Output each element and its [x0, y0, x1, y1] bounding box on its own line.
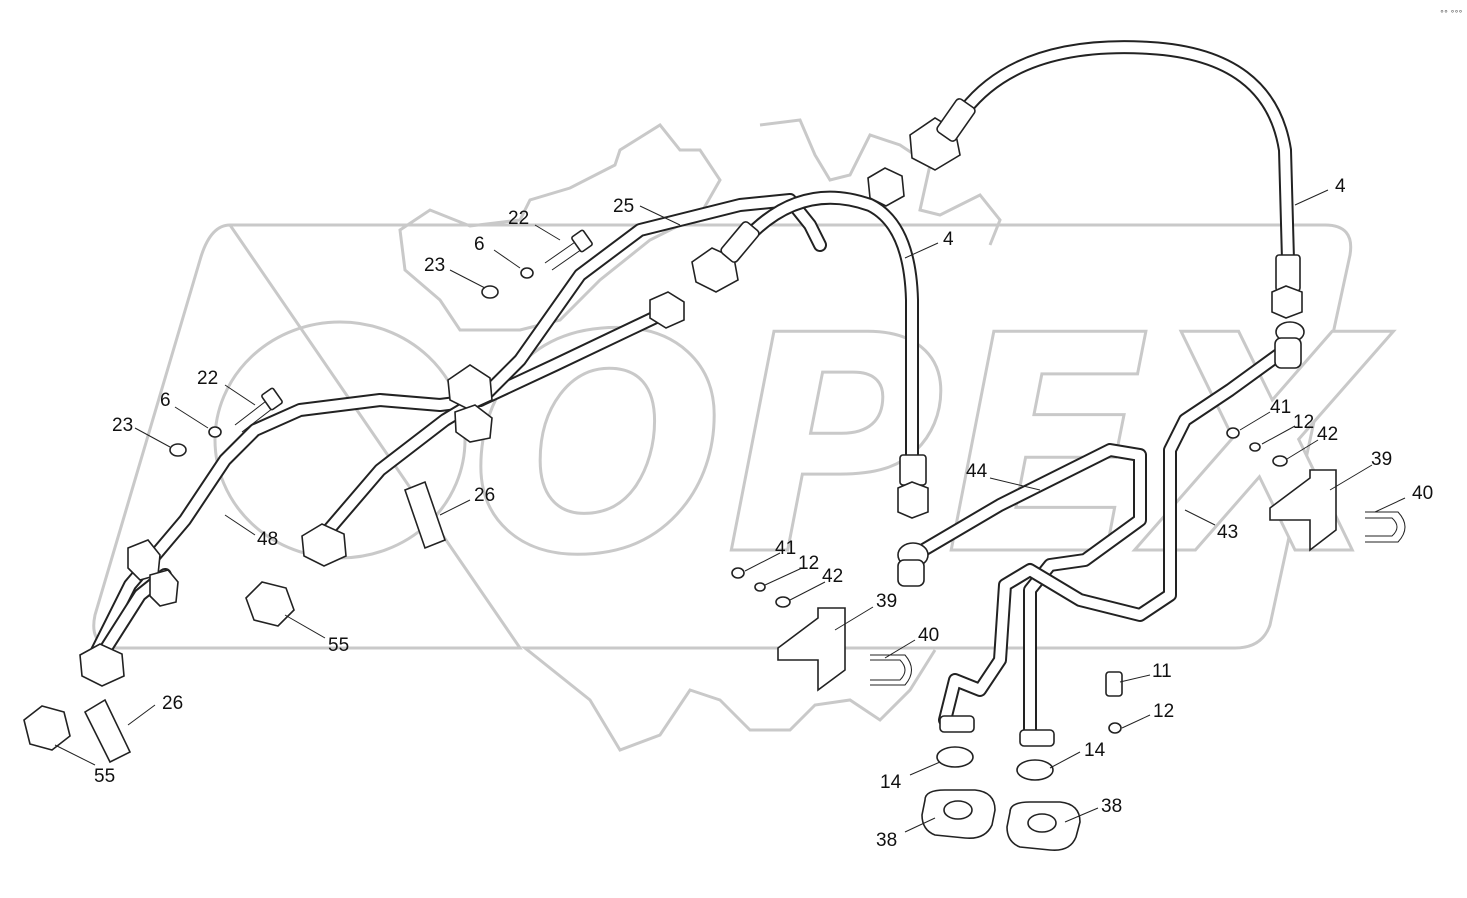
callout-48: 48 [257, 529, 278, 550]
hose-4-right [958, 40, 1295, 267]
pipe-25 [473, 193, 827, 407]
callout-11: 11 [1152, 661, 1172, 682]
callout-labels: 4 4 25 22 6 23 22 6 23 48 26 26 55 55 44… [94, 176, 1433, 851]
nut-pipe-48-start [79, 643, 125, 687]
callout-55-upper: 55 [328, 635, 349, 656]
flange-assemblies [921, 671, 1123, 852]
hose-4-middle [738, 190, 919, 477]
leader-lines [54, 189, 1406, 833]
nut-55-upper [245, 581, 295, 627]
callout-14-left: 14 [880, 772, 902, 793]
clamp-upper-lower-half [454, 404, 493, 443]
callout-6-lower: 6 [160, 390, 171, 411]
callout-22-upper: 22 [508, 208, 529, 229]
spacer-26-lower [83, 698, 132, 764]
clamp-lower-b [149, 569, 179, 607]
washer-12-middle [754, 582, 766, 592]
callout-23-upper: 23 [424, 255, 445, 276]
washer-42-right [1272, 455, 1288, 467]
callout-41-middle: 41 [775, 538, 796, 559]
nut-55-lower [23, 705, 71, 751]
callout-39-right: 39 [1371, 449, 1392, 470]
ferrule-hose-4-right-bottom [1275, 254, 1301, 292]
bracket-assembly-right [1226, 427, 1406, 552]
o-ring-14-left [936, 746, 974, 768]
hardware-upper [169, 229, 593, 457]
callout-14-right: 14 [1084, 740, 1106, 761]
spacers-26 [83, 480, 447, 764]
watermark-gear-outline [398, 118, 1002, 332]
callout-39-middle: 39 [876, 591, 897, 612]
washer-23-lower [169, 443, 187, 457]
callout-4-middle: 4 [943, 229, 954, 250]
callout-41-right: 41 [1270, 397, 1291, 418]
ferrule-hose-4-right-top [936, 98, 976, 142]
u-bolt-40-middle [870, 654, 912, 686]
bolt-22-lower-head [261, 387, 283, 411]
callout-12-lower: 12 [1153, 701, 1174, 722]
nut-hose-4-middle-bottom [897, 481, 929, 519]
callout-26-upper: 26 [474, 485, 495, 506]
pipe-48 [88, 308, 667, 662]
bolt-11 [1105, 671, 1123, 697]
callout-43: 43 [1217, 522, 1238, 543]
flange-collar-left [939, 715, 975, 733]
callout-4-right: 4 [1335, 176, 1346, 197]
clamps [127, 364, 493, 607]
o-ring-14-right [1016, 759, 1054, 781]
spacer-26-upper [403, 480, 447, 550]
ferrule-hose-4-middle-bottom [899, 454, 927, 486]
washer-42-middle [775, 596, 791, 608]
nut-pipe-48-end [649, 291, 685, 329]
washer-12-lower [1108, 722, 1122, 734]
nut-41-right [1226, 427, 1240, 439]
nut-41-middle [731, 567, 745, 579]
clamp-upper [447, 364, 493, 411]
nut-hose-4-right-bottom [1271, 285, 1303, 319]
washer-23-upper [481, 285, 499, 299]
callout-38-right: 38 [1101, 796, 1122, 817]
elbow-43-body [1274, 337, 1302, 369]
nut-hose-4-middle-left [691, 247, 739, 293]
callout-6-upper: 6 [474, 234, 485, 255]
callout-22-lower: 22 [197, 368, 218, 389]
bolt-22-upper-head [571, 229, 593, 253]
washer-12-right [1249, 442, 1261, 452]
callout-40-middle: 40 [918, 625, 939, 646]
watermark: OPEX [92, 118, 1395, 752]
washer-6-lower [208, 426, 222, 438]
bracket-assembly-middle [731, 567, 912, 692]
callout-42-right: 42 [1317, 424, 1338, 445]
callout-55-lower: 55 [94, 766, 115, 787]
fittings [79, 98, 1305, 747]
callout-44: 44 [966, 461, 988, 482]
callout-40-right: 40 [1412, 483, 1433, 504]
bracket-39-middle [777, 607, 846, 692]
ferrule-hose-4-middle-left [720, 221, 760, 263]
callout-23-lower: 23 [112, 415, 133, 436]
washer-6-upper [520, 267, 534, 279]
flange-38-left-hole [943, 800, 973, 820]
flange-38-right-hole [1027, 813, 1057, 833]
bracket-39-right [1269, 469, 1337, 552]
elbow-44-body [897, 559, 925, 587]
u-bolt-40-right [1365, 511, 1406, 543]
nut-elbow-top [867, 167, 905, 207]
callout-12-right: 12 [1293, 412, 1314, 433]
callout-25: 25 [613, 196, 634, 217]
callout-26-lower: 26 [162, 693, 183, 714]
nut-lower-branch [301, 523, 347, 567]
callout-12-middle: 12 [798, 553, 819, 574]
pipe-43 [938, 343, 1292, 727]
flange-collar-right [1019, 729, 1055, 747]
nuts-55 [23, 581, 295, 751]
callout-42-middle: 42 [822, 566, 843, 587]
corner-mark: °° °°° [1440, 9, 1463, 18]
callout-38-left: 38 [876, 830, 897, 851]
